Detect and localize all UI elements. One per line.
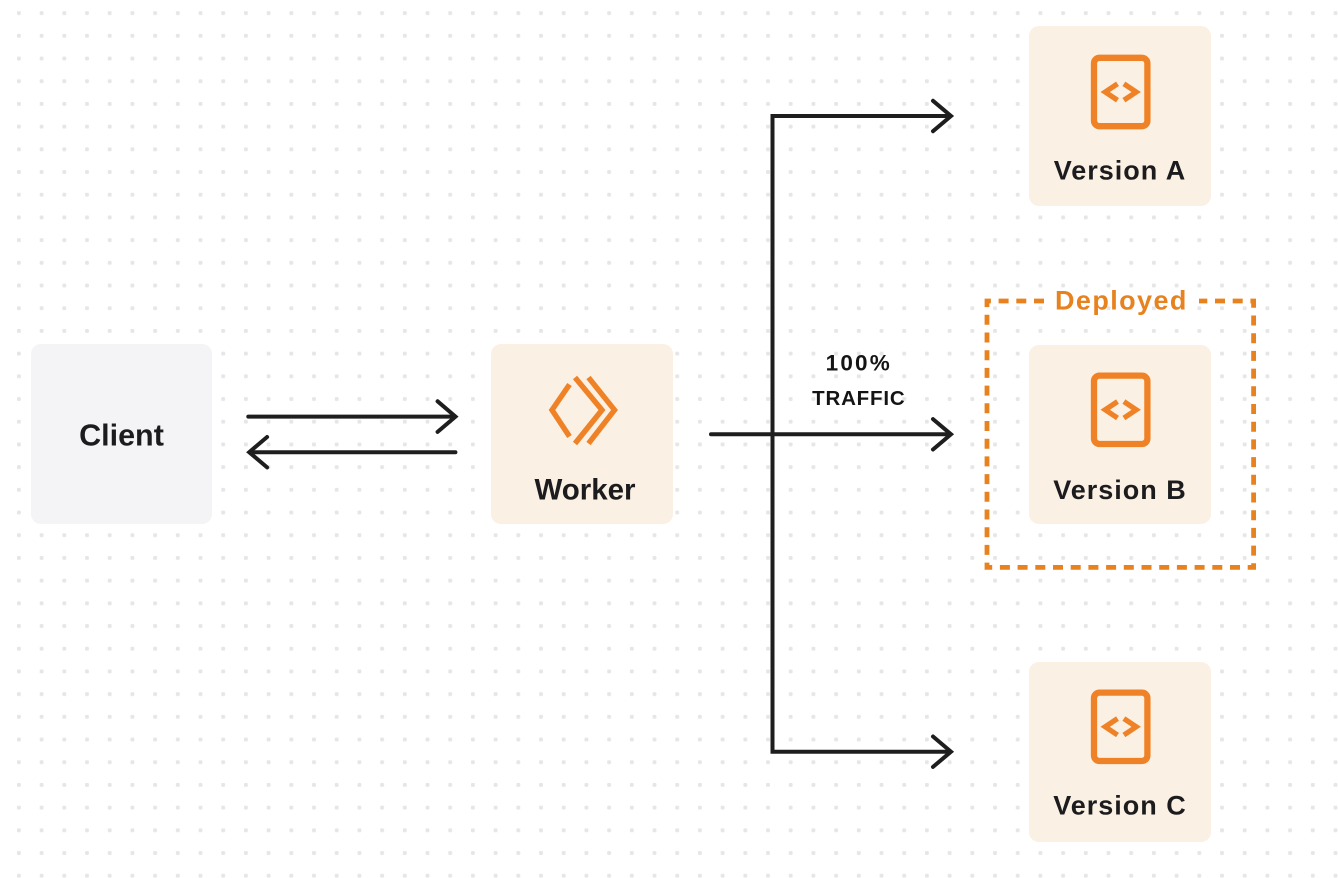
svg-text:Version A: Version A [1054, 156, 1187, 186]
svg-text:100%: 100% [826, 351, 892, 376]
svg-text:Version B: Version B [1053, 475, 1187, 505]
svg-text:Deployed: Deployed [1055, 286, 1188, 316]
svg-text:Worker: Worker [534, 474, 636, 507]
svg-text:TRAFFIC: TRAFFIC [812, 387, 905, 410]
svg-text:Client: Client [79, 419, 164, 453]
svg-text:Version C: Version C [1053, 791, 1187, 821]
